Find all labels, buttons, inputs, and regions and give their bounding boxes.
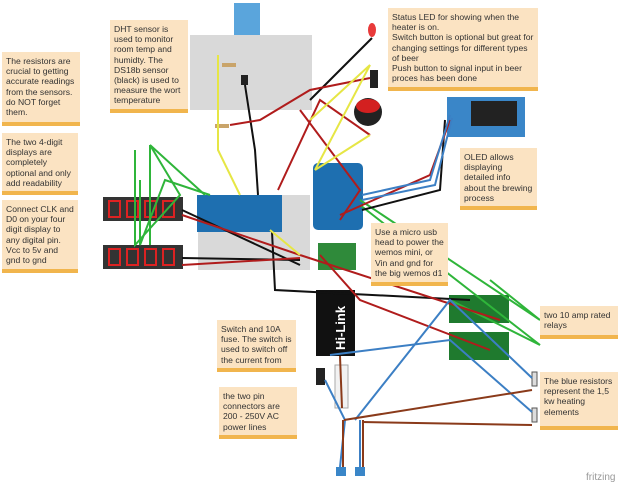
heating-element-2 <box>531 407 538 423</box>
note-usb: Use a micro usb head to power the wemos … <box>371 223 448 286</box>
dht-sensor <box>234 3 260 35</box>
note-relays: two 10 amp rated relays <box>540 306 618 339</box>
resistor <box>215 124 229 128</box>
note-oled: OLED allows displaying detailed info abo… <box>460 148 537 211</box>
fritzing-watermark: fritzing <box>586 472 616 483</box>
ds18b-sensor <box>241 75 248 85</box>
status-led <box>368 23 376 37</box>
power-switch <box>316 368 325 385</box>
breadboard-top <box>190 35 312 110</box>
note-dht: DHT sensor is used to monitor room temp … <box>110 20 188 113</box>
note-heaters: The blue resistors represent the 1,5 kw … <box>540 372 618 430</box>
power-connector-1 <box>336 467 346 476</box>
note-displays: The two 4-digit displays are completely … <box>2 133 78 196</box>
wemos-d1-mini <box>313 163 363 230</box>
push-button-cap <box>356 99 380 113</box>
arduino-nano <box>197 195 282 232</box>
slide-switch <box>370 70 378 88</box>
oled-screen <box>471 101 517 126</box>
note-switch: Switch and 10A fuse. The switch is used … <box>217 320 296 372</box>
note-status: Status LED for showing when the heater i… <box>388 8 538 91</box>
resistor <box>222 63 236 67</box>
usb-board <box>318 243 356 270</box>
note-clk: Connect CLK and D0 on your four digit di… <box>2 200 78 273</box>
heating-element-1 <box>531 371 538 387</box>
display-digits-2 <box>108 248 175 266</box>
wires <box>134 37 541 468</box>
power-connector-2 <box>355 467 365 476</box>
note-pins: the two pin connectors are 200 - 250V AC… <box>219 387 297 439</box>
note-resistors: The resistors are crucial to getting acc… <box>2 52 80 126</box>
hilink-module <box>316 290 355 356</box>
hilink-label: Hi-Link <box>333 305 348 350</box>
